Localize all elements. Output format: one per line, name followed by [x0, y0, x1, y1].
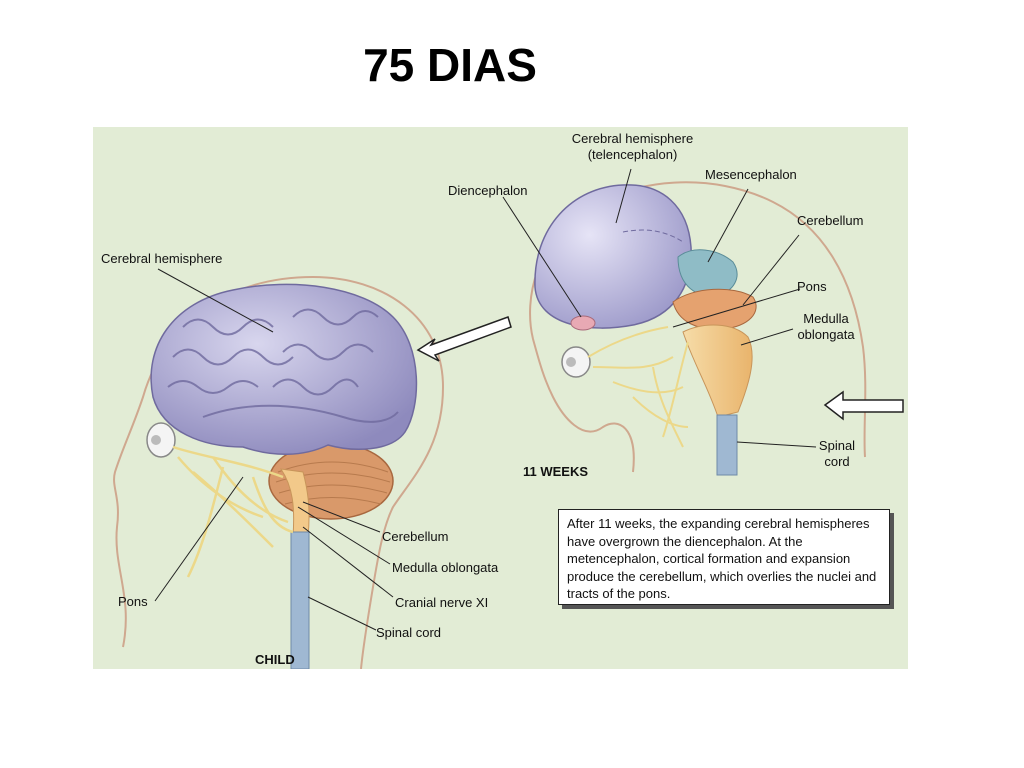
child-spinal-cord [290, 531, 310, 669]
weeks11-label-spinal-line1: Spinal [818, 438, 856, 453]
weeks11-label-cerebellum: Cerebellum [797, 213, 864, 228]
child-head-outline [113, 275, 445, 669]
brain-development-figure: Cerebral hemisphere Cerebellum Medulla o… [93, 127, 908, 669]
weeks11-label-medulla-line1: Medulla [803, 311, 849, 326]
brain-illustration [113, 168, 904, 669]
weeks11-label-diencephalon: Diencephalon [448, 183, 528, 198]
left-arrow-between-stages [416, 316, 512, 362]
child-label-medulla-oblongata: Medulla oblongata [392, 560, 499, 575]
weeks11-label-cerebral-hemisphere: Cerebral hemisphere (telencephalon) [555, 131, 710, 163]
weeks11-label-medulla-oblongata: Medulla oblongata [790, 311, 862, 343]
child-cerebrum [150, 283, 418, 455]
child-label-cerebral-hemisphere: Cerebral hemisphere [101, 251, 223, 266]
child-label-cranial-nerve-xi: Cranial nerve XI [395, 595, 489, 610]
weeks11-diencephalon [570, 315, 596, 331]
child-label-pons: Pons [118, 594, 148, 609]
slide-title: 75 DIAS [363, 39, 537, 91]
child-label-spinal-cord: Spinal cord [376, 625, 442, 640]
weeks11-cerebellum [672, 288, 757, 330]
weeks11-cerebrum [534, 184, 692, 329]
weeks11-spinal-cord [716, 414, 738, 476]
weeks11-label-spinal-cord: Spinal cord [812, 438, 862, 470]
weeks11-label-cerebral-hemisphere-line1: Cerebral hemisphere [571, 131, 694, 146]
child-stage-label: CHILD [255, 652, 295, 667]
weeks11-mesencephalon [677, 249, 738, 297]
weeks11-label-cerebral-hemisphere-line2: (telencephalon) [587, 147, 678, 162]
weeks11-label-mesencephalon: Mesencephalon [705, 167, 797, 182]
weeks11-stage-label: 11 WEEKS [523, 464, 589, 479]
weeks11-medulla [682, 324, 753, 418]
weeks11-label-pons: Pons [797, 279, 827, 294]
left-arrow-right-edge [823, 390, 904, 421]
caption-box: After 11 weeks, the expanding cerebral h… [558, 509, 890, 605]
weeks11-label-spinal-line2: cord [824, 454, 850, 469]
weeks11-label-medulla-line2: oblongata [797, 327, 855, 342]
child-label-cerebellum: Cerebellum [382, 529, 449, 544]
